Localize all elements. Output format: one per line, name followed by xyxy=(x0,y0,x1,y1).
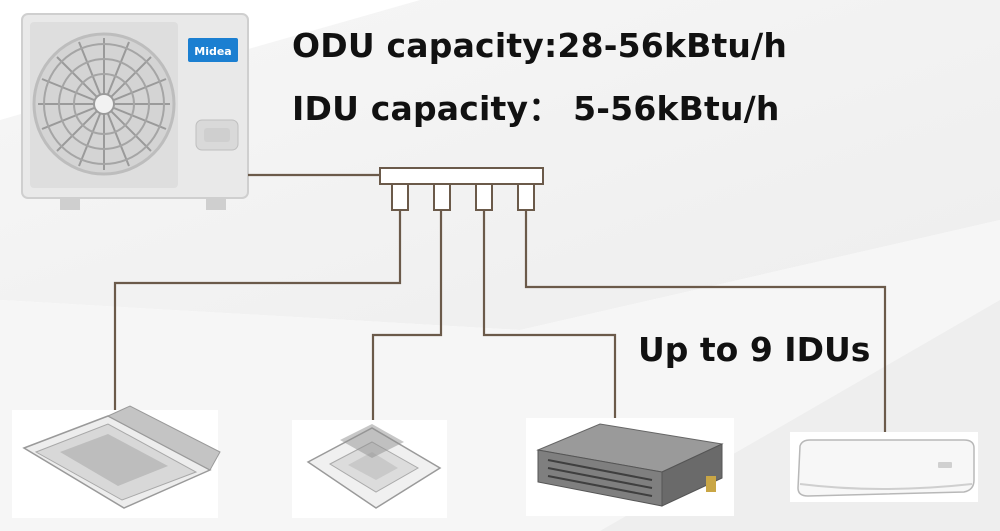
idu-count-label: Up to 9 IDUs xyxy=(638,330,871,369)
odu-capacity-label: ODU capacity:28-56kBtu/h xyxy=(292,26,788,65)
wall-split-icon xyxy=(790,432,978,502)
pipes xyxy=(113,173,887,440)
four-way-cassette-icon xyxy=(292,420,447,518)
brand-logo: Midea xyxy=(194,45,231,58)
one-way-cassette-icon xyxy=(12,405,221,518)
idu-capacity-label: IDU capacity： 5-56kBtu/h xyxy=(292,89,780,128)
branch-manifold xyxy=(379,167,544,211)
ducted-unit-icon xyxy=(526,418,734,516)
outdoor-unit: Midea xyxy=(21,13,249,210)
